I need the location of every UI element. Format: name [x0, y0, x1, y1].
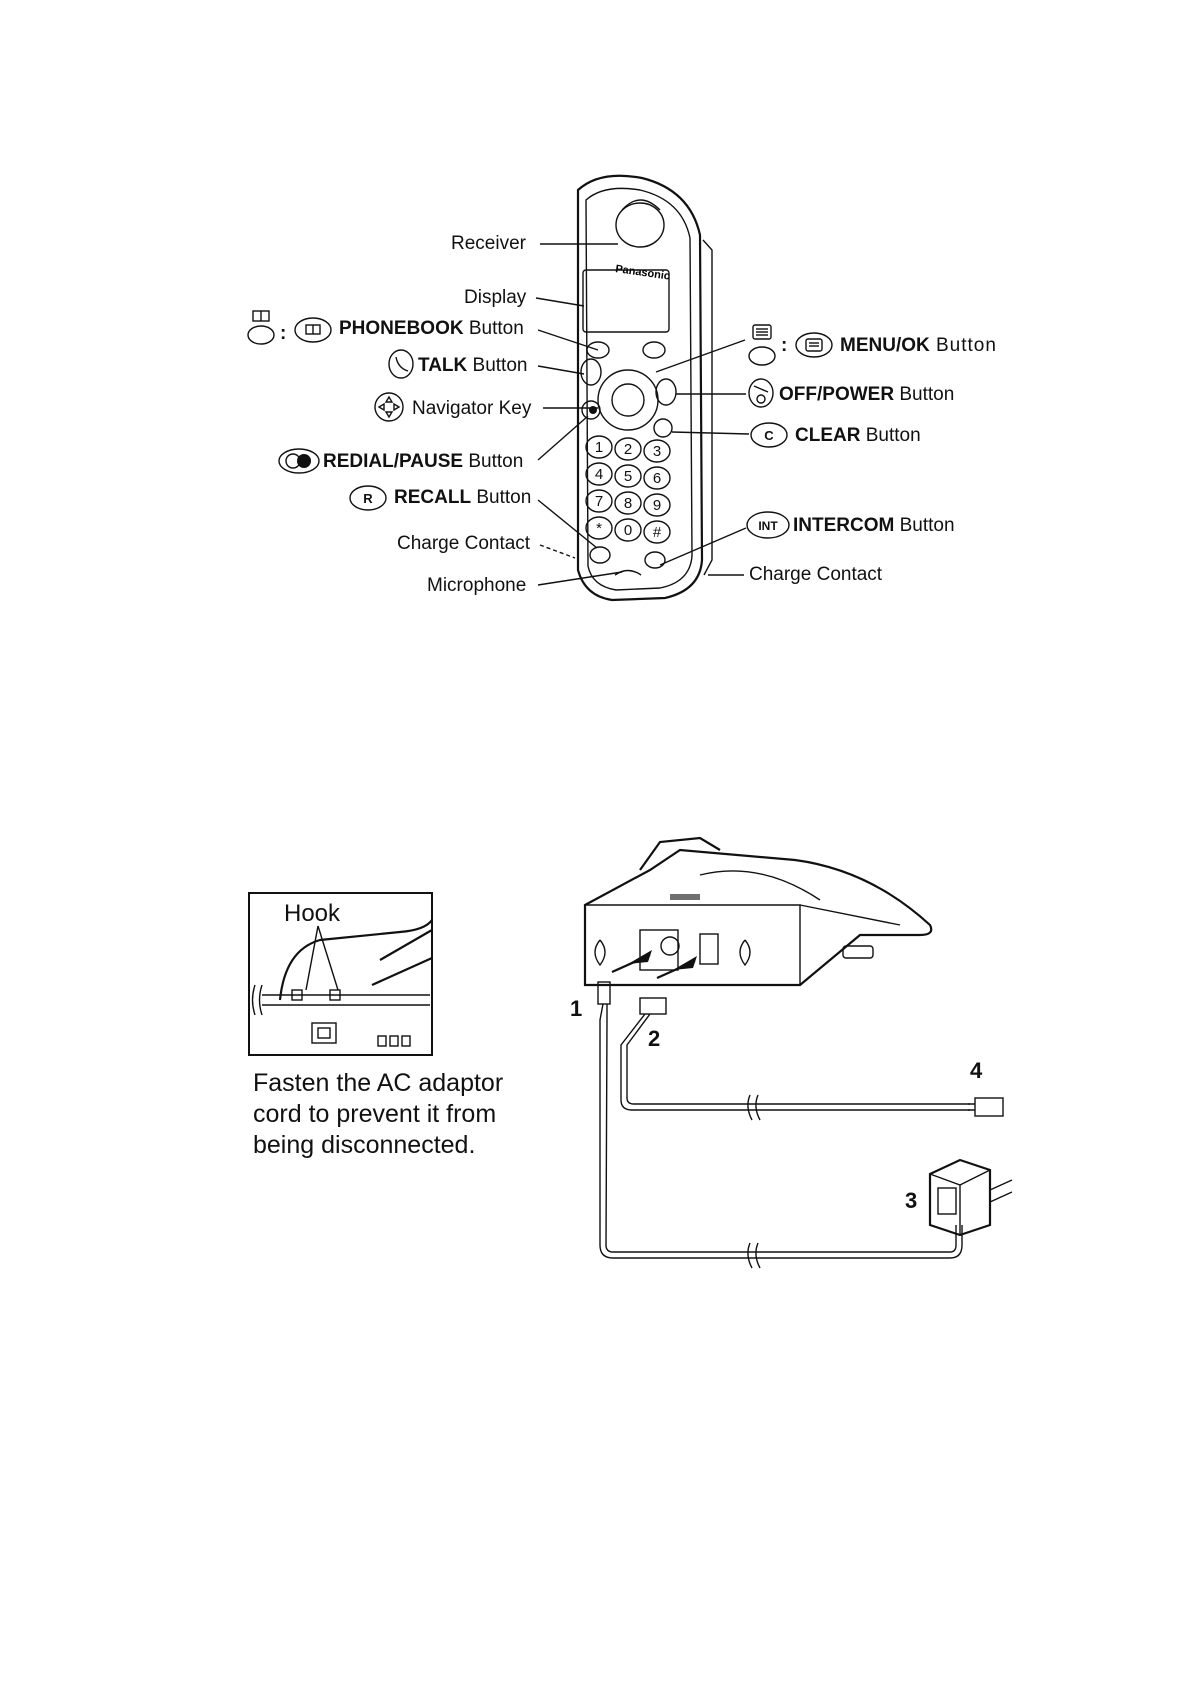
telephone-line-plug	[639, 997, 667, 1015]
caption-line: being disconnected.	[253, 1131, 476, 1159]
handset-keypad: 1 2 3 4 5 6 7 8 9 * 0 #	[585, 435, 671, 576]
ac-adaptor	[928, 1158, 1013, 1237]
svg-text:1: 1	[595, 439, 603, 456]
handset-navigator-key	[597, 369, 659, 431]
mounting-hole-right	[739, 939, 751, 967]
label-receiver: Receiver	[451, 233, 527, 254]
line-jack	[699, 933, 719, 965]
svg-text:*: *	[596, 520, 602, 537]
handset-clear-key	[653, 418, 673, 438]
phonebook-icon: :	[247, 310, 332, 345]
label-off-power-button: OFF/POWER Button	[779, 384, 954, 405]
handset-recall-key	[589, 546, 611, 564]
svg-text::: :	[280, 323, 286, 344]
svg-text:4: 4	[595, 466, 603, 483]
microphone-hole	[614, 569, 642, 576]
dc-plug	[597, 981, 611, 1005]
handset-talk-key	[580, 358, 602, 386]
svg-text:R: R	[363, 491, 373, 506]
label-charge-contact-left: Charge Contact	[397, 533, 531, 554]
caption-line: Fasten the AC adaptor	[253, 1069, 504, 1097]
dc-in-jack	[639, 929, 679, 971]
label-microphone: Microphone	[427, 575, 526, 596]
label-redial-pause-button: REDIAL/PAUSE Button	[323, 451, 523, 472]
clear-icon: C	[750, 422, 788, 448]
redial-pause-icon	[278, 448, 320, 474]
svg-text::: :	[781, 335, 787, 356]
modular-wall-plug	[974, 1097, 1004, 1117]
svg-text:INT: INT	[758, 519, 778, 533]
step-number-4: 4	[970, 1058, 983, 1083]
intercom-icon: INT	[746, 511, 790, 539]
step-number-2: 2	[648, 1026, 660, 1051]
label-recall-button: RECALL Button	[394, 487, 531, 508]
label-menu-ok-button: MENU/OK Button	[840, 335, 997, 356]
handset-illustration: Panasonic	[576, 174, 713, 602]
label-phonebook-button: PHONEBOOK Button	[339, 318, 524, 339]
label-clear-button: CLEAR Button	[795, 425, 921, 446]
step-number-1: 1	[570, 996, 582, 1021]
label-display: Display	[464, 287, 527, 308]
receiver-speaker	[615, 202, 665, 248]
recall-icon: R	[349, 485, 387, 511]
svg-text:3: 3	[653, 443, 661, 460]
svg-text:#: #	[653, 524, 662, 541]
handset-menu-key	[642, 341, 666, 359]
hook-caption: Fasten the AC adaptor cord to prevent it…	[253, 1068, 543, 1161]
svg-text:0: 0	[624, 522, 632, 539]
handset-callouts: Receiver Display : PHONEBOOK Button TALK…	[247, 233, 997, 596]
svg-text:6: 6	[653, 470, 661, 487]
svg-text:7: 7	[595, 493, 603, 510]
caption-line: cord to prevent it from	[253, 1100, 497, 1128]
handset-redial-key	[581, 400, 601, 420]
brand-logo: Panasonic	[615, 263, 671, 283]
svg-text:5: 5	[624, 468, 632, 485]
svg-text:9: 9	[653, 497, 661, 514]
svg-text:2: 2	[624, 441, 632, 458]
display-screen	[582, 269, 670, 333]
label-talk-button: TALK Button	[418, 355, 527, 376]
label-intercom-button: INTERCOM Button	[793, 515, 955, 536]
handset-off-key	[655, 378, 677, 406]
menu-ok-icon: :	[748, 324, 833, 366]
talk-icon	[388, 349, 414, 379]
label-navigator-key: Navigator Key	[412, 398, 532, 419]
base-unit-illustration	[583, 836, 1013, 1269]
hook-inset: Hook	[248, 892, 433, 1056]
label-charge-contact-right: Charge Contact	[749, 564, 883, 585]
handset-intercom-key	[644, 551, 666, 569]
navigator-icon	[374, 392, 404, 422]
handset-phonebook-key	[586, 341, 610, 359]
svg-text:C: C	[764, 428, 774, 443]
hook-label: Hook	[284, 900, 341, 927]
off-power-icon	[748, 378, 774, 408]
svg-text:8: 8	[624, 495, 632, 512]
mounting-hole-left	[594, 939, 606, 967]
step-number-3: 3	[905, 1188, 917, 1213]
